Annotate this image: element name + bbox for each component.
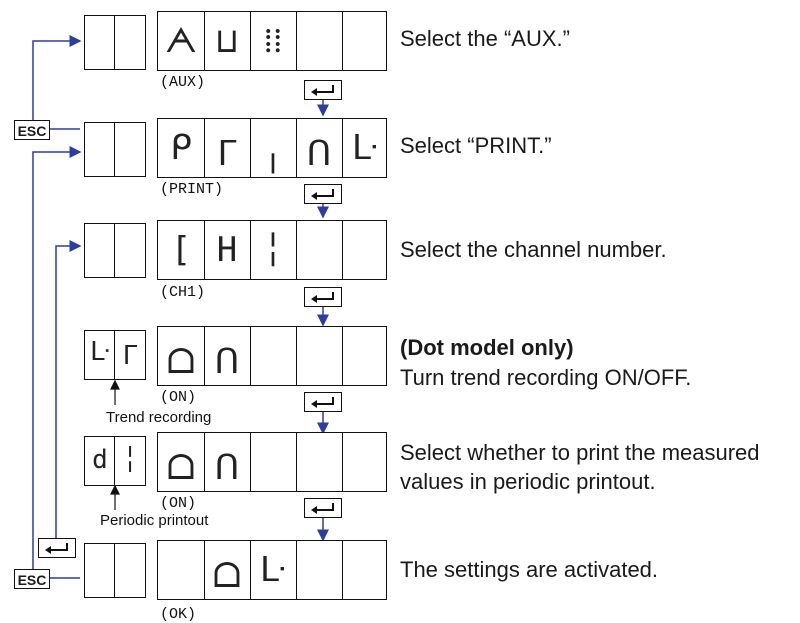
desc-4: Turn trend recording ON/OFF. [400, 365, 692, 390]
left-display-1 [84, 15, 146, 70]
paren-3: (CH1) [160, 284, 206, 301]
paren-4: (ON) [160, 389, 197, 406]
enter-key-2 [304, 184, 342, 204]
desc-5-line1: Select whether to print the measured [400, 440, 760, 465]
esc-key-2: ESC [14, 569, 50, 589]
main-display-3: [H╎ [157, 220, 387, 280]
desc-3: Select the channel number. [400, 237, 667, 262]
main-display-1: ᗅ⊔⁞⁞ [157, 11, 387, 71]
left-display-6 [84, 543, 146, 598]
enter-key-4 [304, 392, 342, 412]
desc-1: Select the “AUX.” [400, 26, 570, 51]
enter-key-5 [304, 498, 342, 518]
enter-key-3 [304, 287, 342, 307]
enter-loop [55, 240, 82, 547]
desc-5-line2: values in periodic printout. [400, 469, 656, 494]
left-display-3 [84, 223, 146, 278]
desc-2: Select “PRINT.” [400, 133, 552, 158]
trend-recording-label: Trend recording [106, 409, 212, 426]
desc-4-bold: (Dot model only) [400, 335, 574, 360]
paren-2: (PRINT) [160, 181, 224, 198]
paren-1: (AUX) [160, 74, 206, 91]
periodic-printout-label: Periodic printout [100, 512, 209, 529]
enter-key-1 [304, 80, 342, 100]
paren-6: (OK) [160, 606, 197, 623]
paren-5: (ON) [160, 495, 197, 512]
esc-loop-top [32, 35, 82, 130]
left-display-2 [84, 122, 146, 177]
esc-key-1: ESC [14, 120, 50, 140]
left-display-5: d╎ [84, 436, 146, 486]
desc-6: The settings are activated. [400, 557, 659, 582]
enter-key-6 [38, 538, 76, 558]
